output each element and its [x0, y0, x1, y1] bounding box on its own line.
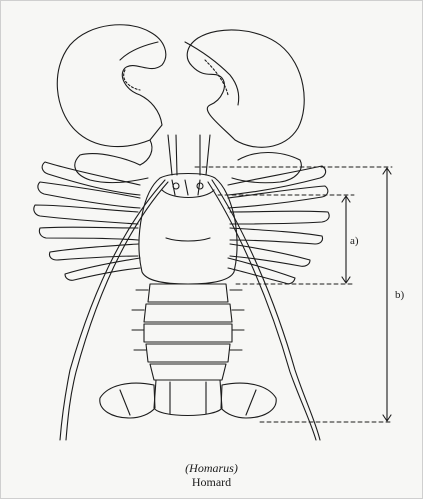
right-antenna-inner [208, 182, 316, 440]
tail-fan [100, 380, 276, 418]
right-carpus [232, 153, 301, 183]
measurement-guides [195, 167, 392, 422]
carapace [139, 174, 237, 285]
measurement-label-a: a) [350, 235, 359, 247]
right-antenna [212, 180, 320, 440]
right-claw [185, 30, 304, 147]
caption-latin-name: (Homarus) [0, 462, 423, 475]
antennules [168, 135, 210, 175]
left-antenna-inner [66, 182, 168, 440]
left-claw [57, 25, 166, 165]
caption-common-name: Homard [0, 476, 423, 489]
dimension-a-line [342, 196, 350, 283]
dimension-b-line [383, 168, 391, 421]
left-walking-legs [34, 162, 140, 280]
measurement-label-b: b) [395, 289, 404, 301]
right-walking-legs [228, 166, 329, 284]
abdomen [132, 284, 244, 380]
